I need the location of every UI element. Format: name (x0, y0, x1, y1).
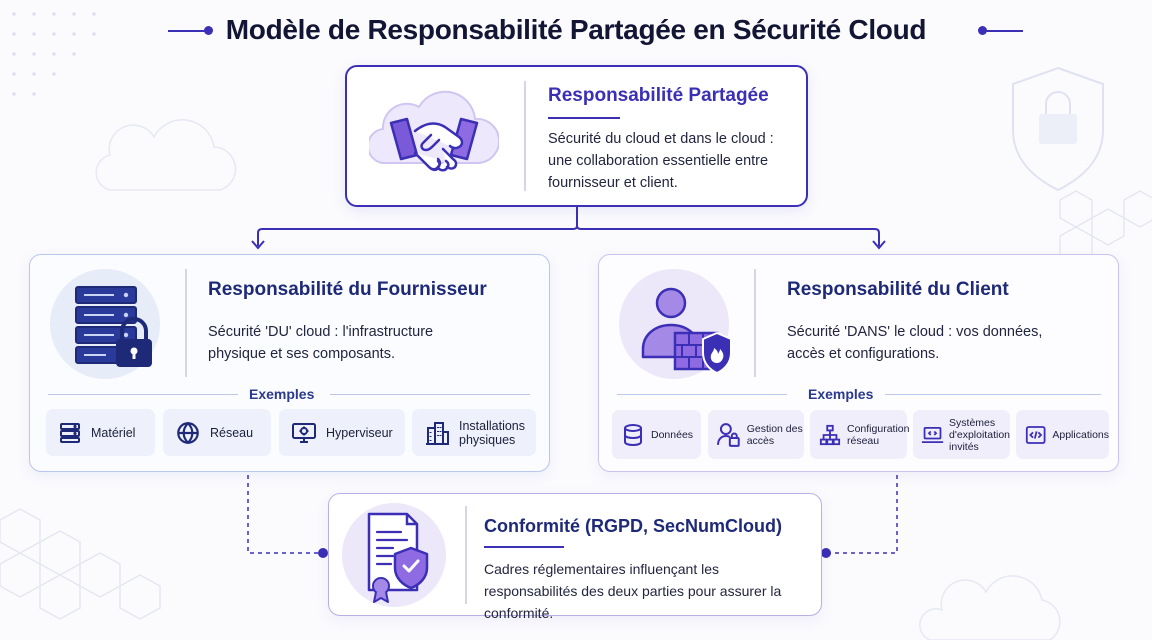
client-responsibility-card: Responsabilité du Client Sécurité 'DANS'… (598, 254, 1119, 472)
divider (754, 269, 756, 377)
examples-line-right (330, 394, 530, 395)
example-chip-systemes: Systèmes d'exploitation invités (913, 410, 1010, 459)
client-description: Sécurité 'DANS' le cloud : vos données, … (787, 324, 1043, 362)
example-chip-reseau: Réseau (163, 409, 271, 456)
provider-description: Sécurité 'DU' cloud : l'infrastructure p… (208, 324, 434, 362)
title-dot-right (978, 26, 987, 35)
title-line-left (168, 30, 208, 32)
example-label: Hyperviseur (326, 425, 393, 440)
dashed-link-client (826, 475, 898, 554)
page-title: Modèle de Responsabilité Partagée en Séc… (225, 14, 927, 45)
example-chip-donnees: Données (612, 410, 701, 459)
user-lock-icon (717, 422, 740, 447)
compliance-description: Cadres réglementaires influençant les re… (484, 561, 782, 621)
divider (465, 506, 467, 604)
handshake-cloud-icon (369, 90, 499, 172)
title-dot-left (204, 26, 213, 35)
shared-title: Responsabilité Partagée (548, 85, 769, 106)
cloud-outline-right (919, 575, 1061, 640)
dashed-link-dot-left (318, 548, 328, 558)
dot-grid (12, 12, 96, 96)
network-icon (819, 424, 841, 445)
divider (185, 269, 187, 377)
hexagon-pattern (0, 190, 1152, 620)
example-label: Gestion des accès (746, 422, 803, 447)
example-chip-installations: Installations physiques (412, 409, 536, 456)
example-label: Données (651, 428, 694, 441)
server-icon (60, 422, 80, 443)
user-firewall-icon (641, 287, 732, 375)
building-icon (426, 421, 449, 445)
example-chip-materiel: Matériel (46, 409, 155, 456)
example-chip-gestion-acces: Gestion des accès (708, 410, 804, 459)
connector-to-client (576, 225, 880, 246)
examples-line-left (48, 394, 238, 395)
divider (524, 81, 526, 191)
provider-responsibility-card: Responsabilité du Fournisseur Sécurité '… (29, 254, 550, 472)
shared-description: Sécurité du cloud et dans le cloud : une… (548, 131, 774, 191)
monitor-icon (292, 422, 316, 443)
dashed-link-dot-right (821, 548, 831, 558)
cloud-outline-left (95, 119, 237, 191)
globe-icon (177, 421, 199, 444)
example-label: Systèmes d'exploitation invités (949, 416, 1010, 453)
compliance-card: Conformité (RGPD, SecNumCloud) Cadres ré… (328, 493, 822, 621)
provider-title: Responsabilité du Fournisseur (208, 279, 487, 300)
example-label: Configuration réseau (847, 422, 910, 447)
title-line-right (983, 30, 1023, 32)
example-chip-hyperviseur: Hyperviseur (279, 409, 405, 456)
dashed-link-provider (247, 475, 322, 554)
client-title: Responsabilité du Client (787, 279, 1009, 300)
laptop-icon (921, 426, 944, 443)
examples-line-left (617, 394, 787, 395)
shield-lock-watermark (1012, 66, 1104, 192)
example-label: Installations physiques (459, 418, 526, 447)
example-chip-applications: Applications (1016, 410, 1109, 459)
example-label: Réseau (210, 425, 254, 440)
connector-to-provider (257, 225, 578, 246)
certificate-shield-icon (367, 512, 429, 603)
client-examples-label: Exemples (808, 386, 874, 402)
database-icon (624, 423, 642, 446)
example-chip-config-reseau: Configuration réseau (810, 410, 910, 459)
provider-examples-label: Exemples (249, 386, 315, 402)
server-lock-icon (75, 286, 152, 367)
compliance-title-underline (484, 546, 564, 548)
shared-responsibility-card: Responsabilité Partagée Sécurité du clou… (345, 65, 808, 207)
arrow-head-provider (251, 240, 265, 250)
examples-line-right (885, 394, 1101, 395)
example-label: Applications (1052, 428, 1109, 441)
example-label: Matériel (91, 425, 136, 440)
arrow-head-client (872, 240, 886, 250)
compliance-title: Conformité (RGPD, SecNumCloud) (484, 516, 783, 536)
shared-title-underline (548, 117, 620, 119)
code-icon (1025, 425, 1046, 444)
